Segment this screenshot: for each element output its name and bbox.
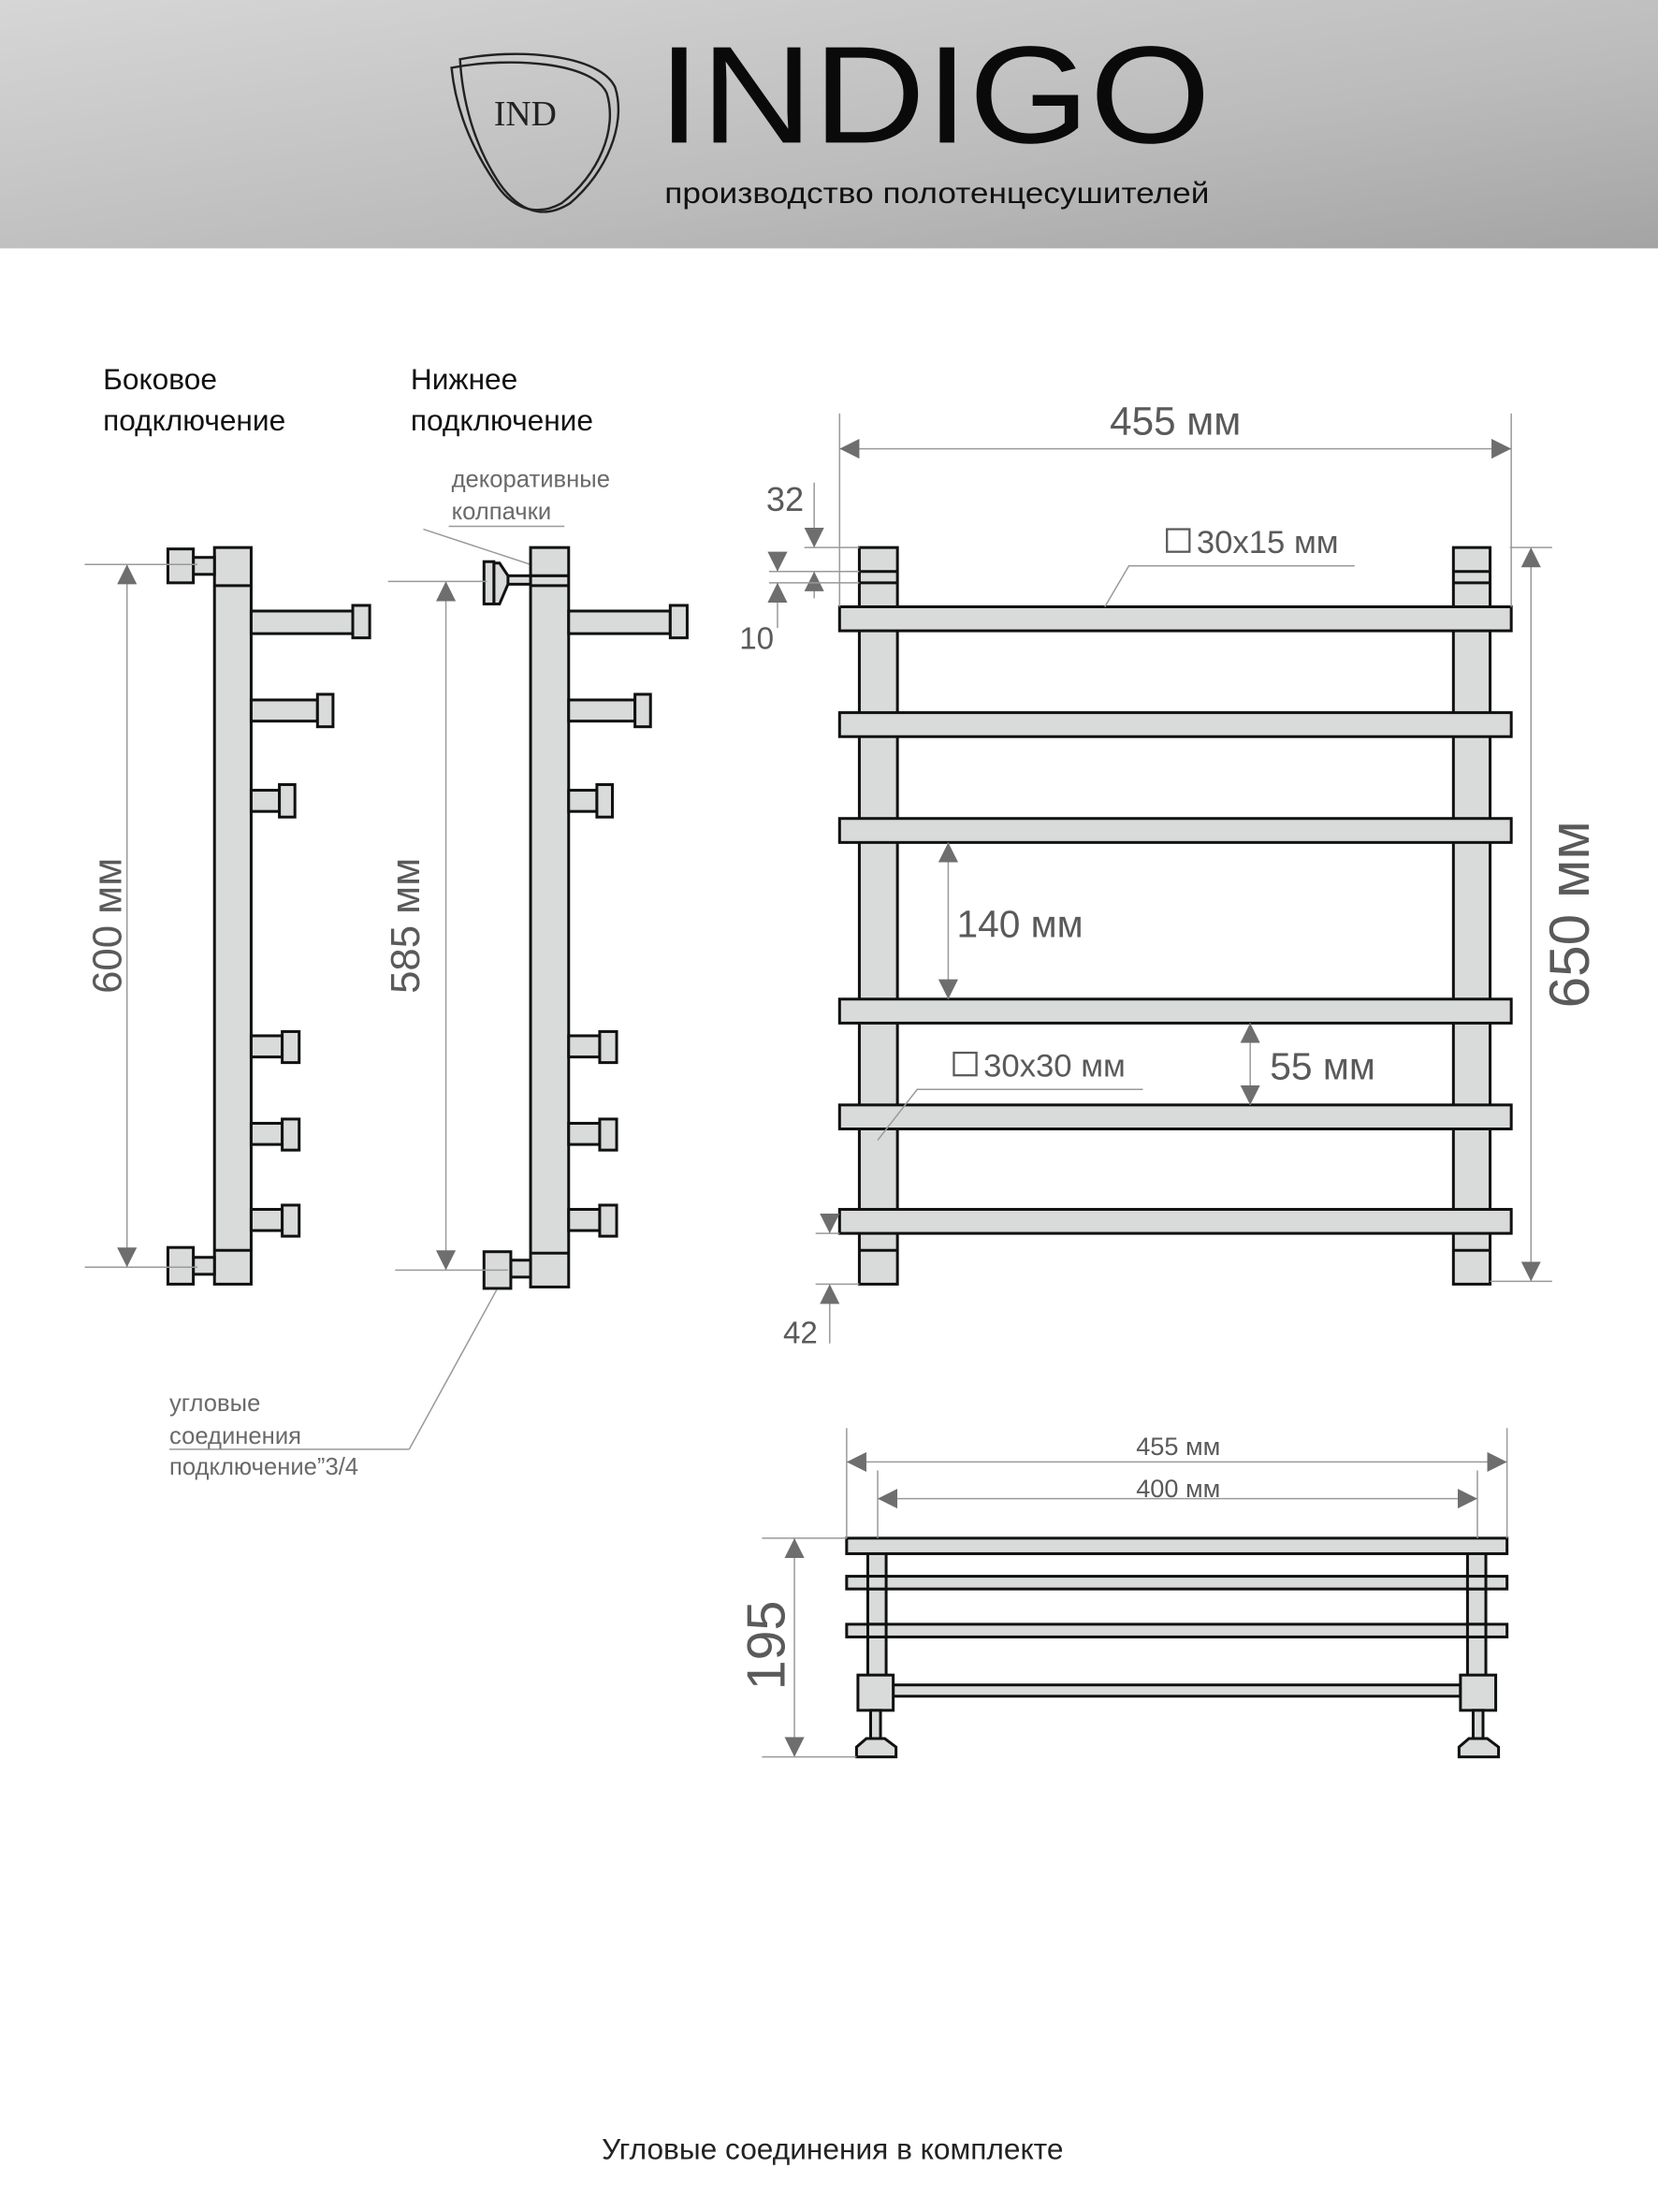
logo-outline-outer xyxy=(458,52,619,213)
right-post xyxy=(1451,546,1492,1286)
logo-text: IND xyxy=(494,95,557,134)
bottom-connection-title-1: Нижнее xyxy=(411,362,517,396)
side-connection-title-2: подключение xyxy=(103,403,285,437)
bar-profile-label: 30x15 мм xyxy=(1197,525,1339,560)
post-profile-label: 30x30 мм xyxy=(983,1049,1126,1084)
corner-note-3: подключение”3/4 xyxy=(169,1454,358,1480)
bottom-offset-42: 42 xyxy=(783,1317,818,1351)
outer-width-455: 455 мм xyxy=(1136,1432,1220,1461)
left-post xyxy=(857,546,899,1286)
horizontal-bars xyxy=(837,604,1513,1235)
rungs-bottom xyxy=(567,604,689,1238)
corner-note-2: соединения xyxy=(169,1423,301,1449)
header-band xyxy=(0,0,1658,249)
front-view: 455 мм 32 10 650 мм 140 мм 55 мм 30x15 м… xyxy=(739,400,1601,1351)
bar xyxy=(837,604,1513,633)
footer-note: Угловые соединения в комплекте xyxy=(602,2132,1063,2165)
bar-profile-leader xyxy=(1104,565,1355,607)
post xyxy=(1465,1550,1488,1679)
foot-right xyxy=(1457,1709,1501,1759)
side-connection-view: Боковое подключение 600 мм xyxy=(84,362,371,1286)
post xyxy=(865,1550,888,1679)
depth-195: 195 xyxy=(736,1601,796,1691)
logo-shield: IND xyxy=(450,52,619,213)
logo-outline-inner xyxy=(450,61,612,211)
caps-note-2: колпачки xyxy=(452,499,552,525)
bar xyxy=(837,1103,1513,1131)
small-gap-55: 55 мм xyxy=(1270,1045,1375,1088)
top-bar xyxy=(845,1536,1509,1555)
side-connection-title-1: Боковое xyxy=(103,362,217,396)
brand-subtitle: производство полотенцесушителей xyxy=(664,176,1209,210)
square-profile-icon xyxy=(1166,528,1191,553)
bottom-connection-view: Нижнее подключение декоративные колпачки… xyxy=(169,362,689,1480)
foot-left xyxy=(854,1709,898,1759)
vertical-pipe xyxy=(212,546,253,1286)
corner-note-1: угловые xyxy=(169,1390,260,1417)
corner-leader xyxy=(408,1289,498,1450)
width-dimension-455: 455 мм xyxy=(1110,400,1241,444)
connector-neck xyxy=(509,1259,532,1279)
post-profile-leader xyxy=(877,1088,1143,1142)
top-offset-32: 32 xyxy=(766,480,804,518)
bar xyxy=(845,1623,1509,1638)
bar-gap-140: 140 мм xyxy=(956,902,1083,945)
bar xyxy=(837,1207,1513,1235)
caps-leader xyxy=(423,528,544,570)
corner-connector-bottom xyxy=(166,1245,196,1286)
height-dimension-650: 650 мм xyxy=(1537,821,1601,1008)
bottom-rod xyxy=(892,1683,1462,1698)
rungs-side xyxy=(249,604,371,1238)
header: IND INDIGO производство полотенцесушител… xyxy=(0,0,1658,249)
divider-gap-10: 10 xyxy=(739,622,774,657)
corner-block xyxy=(1459,1673,1498,1712)
bottom-connection-title-2: подключение xyxy=(411,403,593,437)
height-dimension-600: 600 мм xyxy=(85,858,131,994)
height-dimension-585: 585 мм xyxy=(383,858,429,994)
square-profile-icon xyxy=(953,1051,978,1077)
inner-width-400: 400 мм xyxy=(1136,1474,1220,1503)
bar xyxy=(837,817,1513,844)
connector-neck xyxy=(192,1256,216,1276)
caps-note-1: декоративные xyxy=(452,466,610,492)
top-view: 455 мм 400 мм 195 xyxy=(736,1428,1509,1759)
connector-neck xyxy=(192,556,216,576)
brand-name: INDIGO xyxy=(658,18,1211,172)
corner-connector-top xyxy=(166,547,196,585)
corner-block xyxy=(856,1673,895,1712)
decorative-cap xyxy=(482,560,532,605)
bar xyxy=(837,711,1513,738)
bar xyxy=(837,997,1513,1025)
bar xyxy=(845,1575,1509,1591)
vertical-pipe xyxy=(529,546,571,1288)
